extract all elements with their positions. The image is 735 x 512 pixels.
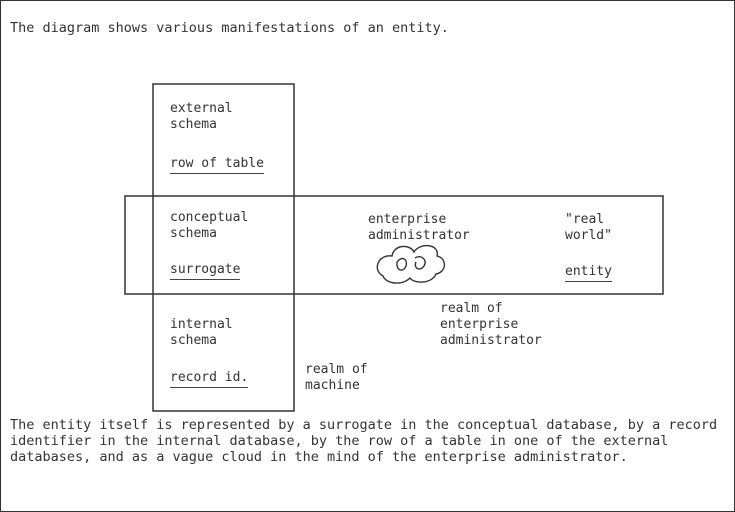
realm-machine-line1: realm of (305, 362, 368, 377)
realm-enterprise-line3: administrator (440, 333, 542, 348)
conceptual-label-line2: schema (170, 226, 217, 241)
caption-top: The diagram shows various manifestations… (10, 20, 449, 36)
caption-bottom: The entity itself is represented by a su… (10, 417, 718, 465)
internal-label-line1: internal (170, 317, 233, 332)
realm-enterprise-line1: realm of (440, 301, 503, 316)
realm-enterprise-line2: enterprise (440, 317, 519, 332)
external-label-line2: schema (170, 117, 217, 132)
enterprise-band-box (124, 195, 664, 295)
conceptual-item: surrogate (170, 262, 241, 280)
real-world-label-line2: world" (565, 228, 612, 243)
cloud-scribble (376, 245, 446, 284)
conceptual-label-line1: conceptual (170, 210, 249, 225)
external-item: row of table (170, 156, 264, 174)
realm-machine-line2: machine (305, 378, 360, 393)
real-world-item: entity (565, 264, 612, 282)
internal-label-line2: schema (170, 333, 217, 348)
external-label-line1: external (170, 101, 233, 116)
enterprise-label-line1: enterprise (368, 212, 447, 227)
schema-column-box (152, 83, 295, 412)
real-world-label-line1: "real (565, 212, 605, 227)
enterprise-label-line2: administrator (368, 228, 470, 243)
internal-item: record id. (170, 370, 249, 388)
